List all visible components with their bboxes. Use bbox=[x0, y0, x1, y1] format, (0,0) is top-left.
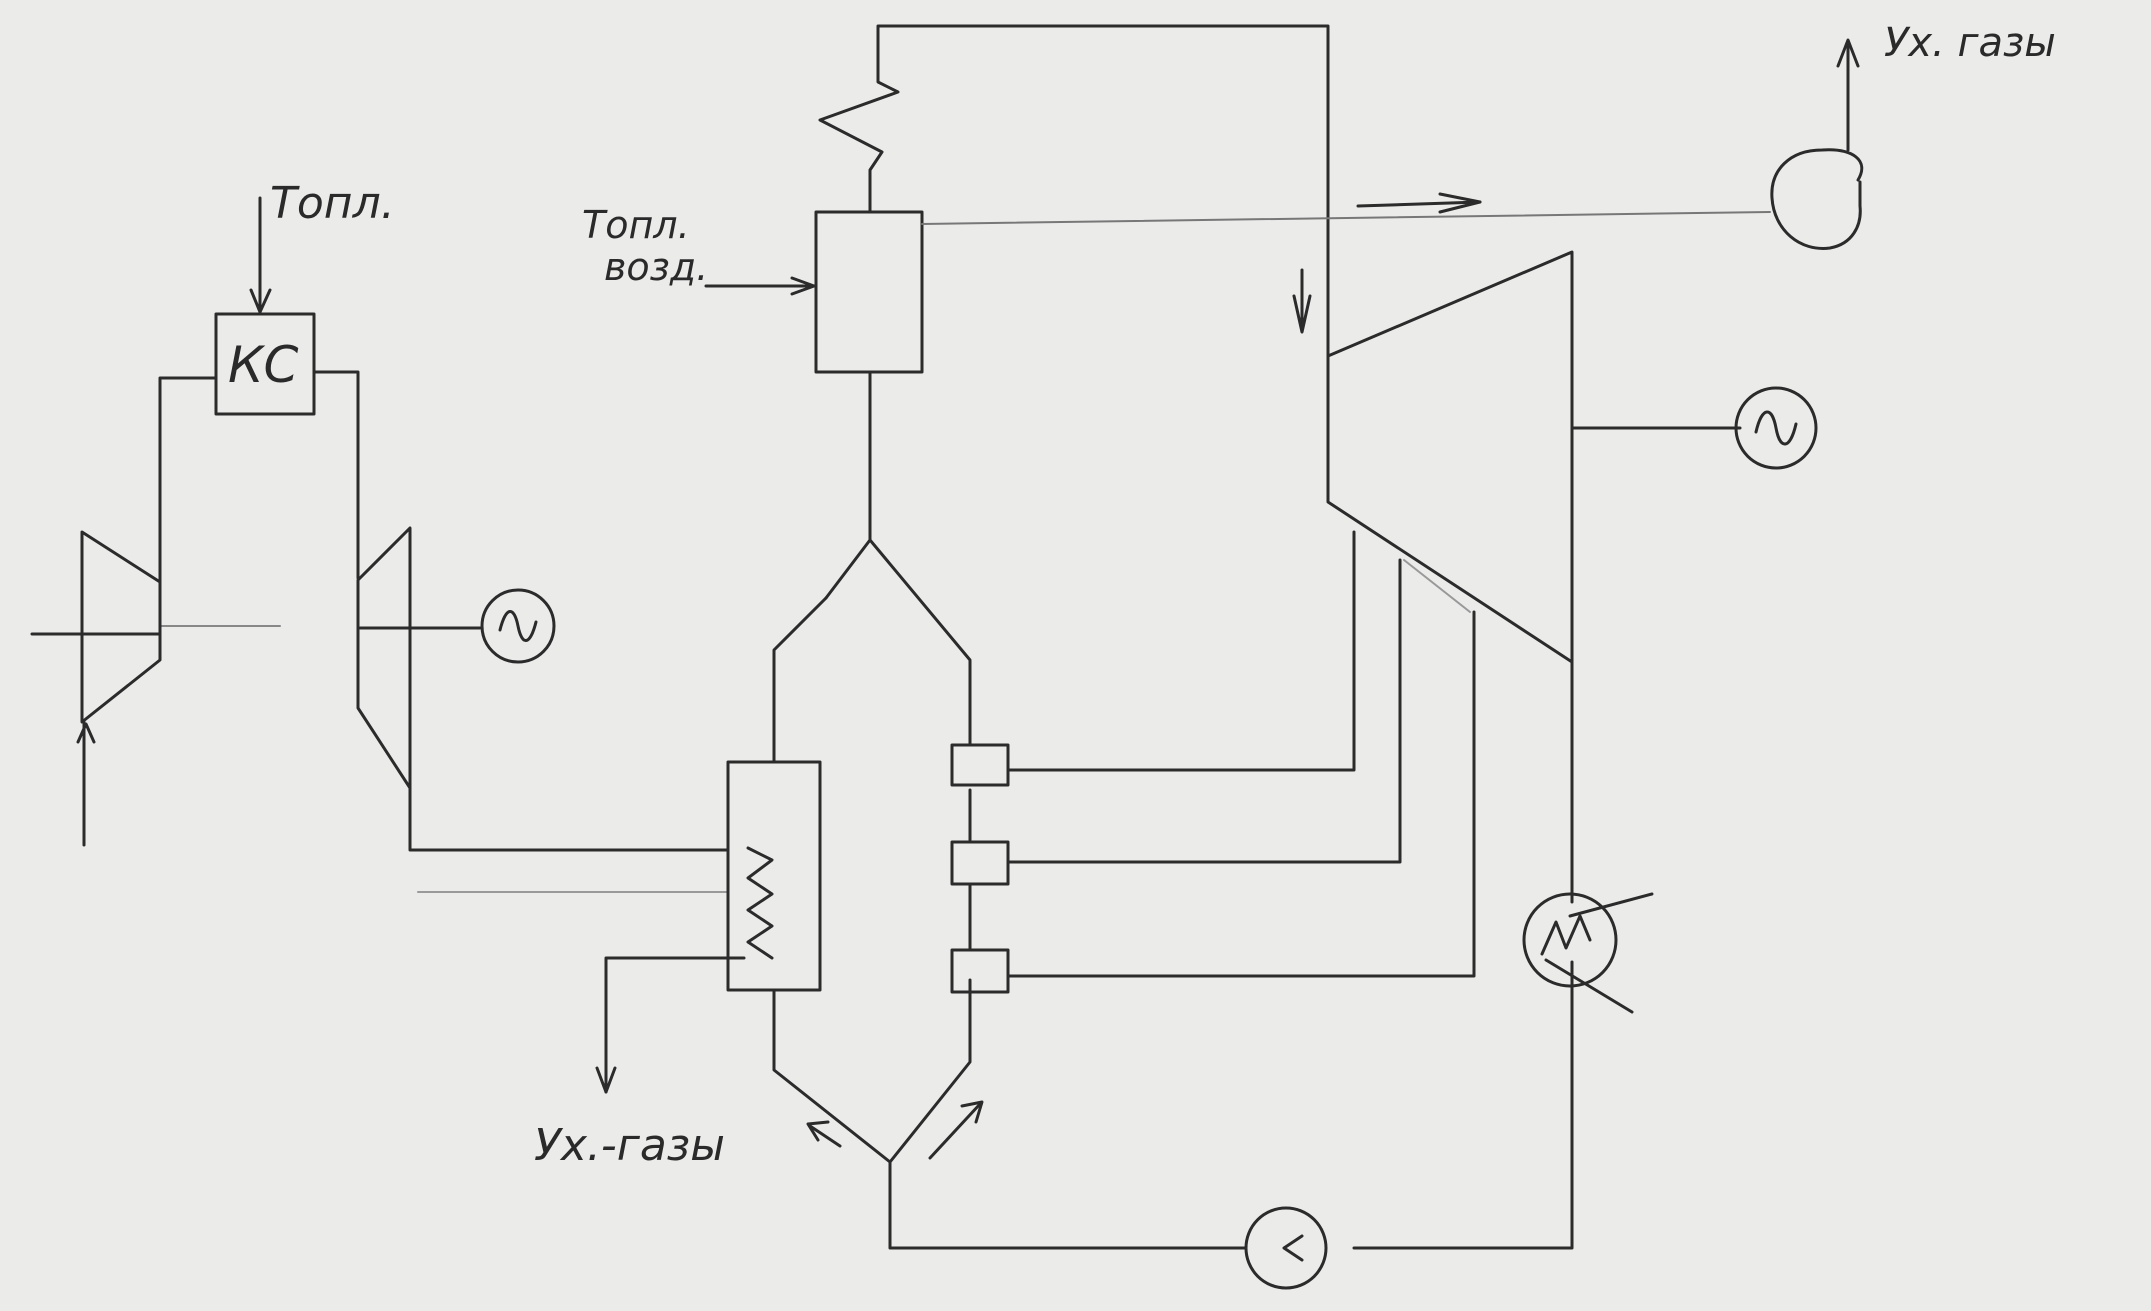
boiler-unit bbox=[704, 24, 1771, 374]
compressor-to-cc-line bbox=[158, 376, 218, 584]
pump-return-line bbox=[888, 1160, 1248, 1250]
top-split bbox=[824, 538, 872, 600]
heat-exchanger bbox=[726, 760, 822, 992]
exhaust-fan-icon bbox=[1770, 148, 1864, 250]
st-generator-sine bbox=[1754, 410, 1798, 446]
cc-to-turbine-line bbox=[312, 370, 360, 580]
heater-1 bbox=[950, 743, 1010, 787]
flue-gas-arrow bbox=[1438, 192, 1482, 214]
generator-icon bbox=[480, 588, 556, 664]
water-steam-circuit bbox=[772, 370, 1574, 1290]
hx-exhaust-line bbox=[604, 956, 746, 1094]
right-branch-upper bbox=[868, 538, 972, 747]
condenser-water-line bbox=[1544, 958, 1634, 1014]
fuel-air-label-2: возд. bbox=[604, 245, 708, 289]
condenser-water-line-2 bbox=[1568, 892, 1654, 918]
exhaust-gases-bottom-label: Ух.-газы bbox=[534, 1120, 725, 1171]
steam-arrow bbox=[1292, 294, 1312, 334]
exhaust-fan-unit bbox=[1770, 38, 1864, 250]
steam-turbine bbox=[1326, 250, 1574, 664]
gas-turbine-unit bbox=[30, 196, 730, 893]
flow-arrow-right bbox=[928, 1102, 982, 1160]
heater-3 bbox=[950, 948, 1010, 994]
fuel-label-top: Топл. bbox=[270, 178, 395, 229]
gt-compressor bbox=[80, 530, 162, 724]
left-branch-lower bbox=[772, 988, 892, 1164]
extraction-faint bbox=[1403, 559, 1471, 613]
left-branch-upper bbox=[772, 596, 828, 764]
flow-arrow-left-head bbox=[806, 1120, 830, 1142]
boiler-furnace bbox=[814, 210, 924, 374]
combustion-chamber-label: КС bbox=[228, 336, 298, 394]
condenser-icon bbox=[1522, 892, 1618, 988]
fuel-air-arrow bbox=[790, 276, 816, 296]
heater-2 bbox=[950, 840, 1010, 886]
gt-exhaust-line bbox=[408, 786, 730, 852]
extraction-line-2 bbox=[1006, 558, 1402, 864]
fan-stack-arrow bbox=[1836, 38, 1860, 68]
hx-exhaust-arrow bbox=[595, 1066, 617, 1094]
st-generator-icon bbox=[1734, 386, 1818, 470]
generator-sine bbox=[498, 610, 538, 642]
extraction-line-3 bbox=[1006, 610, 1476, 978]
condenser-coil bbox=[1540, 914, 1592, 956]
condensate-line bbox=[1352, 960, 1574, 1250]
gt-turbine bbox=[356, 526, 412, 790]
combustion-chamber bbox=[214, 312, 316, 416]
fuel-inlet-arrow bbox=[249, 288, 272, 314]
flue-gas-arrow-shaft bbox=[1356, 200, 1482, 208]
extraction-line-1 bbox=[1006, 530, 1356, 772]
flow-arrow-left bbox=[808, 1124, 842, 1148]
superheater-line bbox=[818, 24, 1330, 358]
air-inlet-arrow bbox=[76, 722, 96, 744]
pump-icon bbox=[1244, 1206, 1328, 1290]
flue-gas-line bbox=[921, 211, 1771, 225]
steam-turbine-unit bbox=[1006, 250, 1818, 1014]
heat-exchanger-coil bbox=[746, 846, 774, 960]
pump-arrow bbox=[1282, 1234, 1304, 1262]
fuel-air-label-1: Топл. bbox=[582, 203, 690, 247]
flow-arrow-right-head bbox=[960, 1100, 984, 1124]
exhaust-gases-top-label: Ух. газы bbox=[1884, 20, 2056, 66]
heat-recovery-unit bbox=[595, 760, 822, 1094]
right-branch-lower bbox=[888, 978, 972, 1164]
